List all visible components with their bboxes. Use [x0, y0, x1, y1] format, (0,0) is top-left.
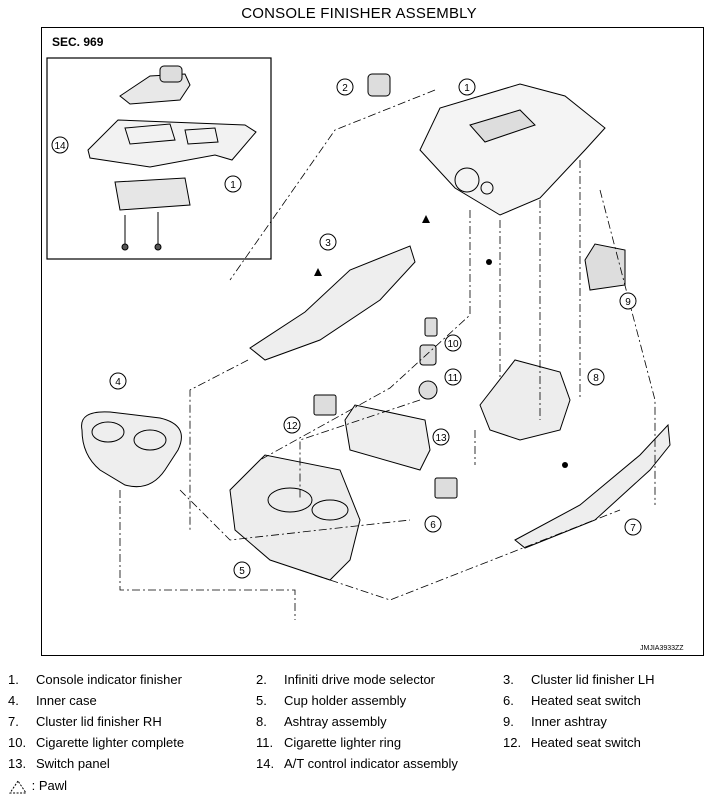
callout-7: 7 — [630, 523, 636, 534]
callout-8: 8 — [593, 373, 599, 384]
callout-10: 10 — [447, 339, 459, 350]
legend-item: 4.Inner case — [8, 693, 97, 708]
legend-item: 6.Heated seat switch — [503, 693, 641, 708]
callout-13: 13 — [435, 433, 447, 444]
callout-4: 4 — [115, 377, 121, 388]
legend-item: 2.Infiniti drive mode selector — [256, 672, 436, 687]
inset-finisher-shape — [87, 65, 257, 251]
legend-item: 13.Switch panel — [8, 756, 110, 771]
callout-14: 14 — [54, 141, 66, 152]
part-cluster-lid-rh — [514, 423, 671, 549]
part-ashtray — [479, 359, 571, 441]
legend-item: 14.A/T control indicator assembly — [256, 756, 458, 771]
callout-1: 1 — [464, 83, 470, 94]
reference-code: JMJIA3933ZZ — [640, 645, 684, 652]
part-lighter — [418, 317, 438, 400]
legend-item: 3.Cluster lid finisher LH — [503, 672, 655, 687]
legend-item: 5.Cup holder assembly — [256, 693, 407, 708]
part-switch-panel — [344, 404, 431, 471]
section-label: SEC. 969 — [52, 35, 104, 49]
legend-item: 11.Cigarette lighter ring — [256, 735, 402, 750]
markers — [314, 215, 568, 468]
callout-1-inset: 1 — [230, 180, 236, 191]
part-console-finisher — [419, 83, 606, 216]
callout-2: 2 — [342, 83, 348, 94]
legend-item: 8.Ashtray assembly — [256, 714, 387, 729]
legend-item: 9.Inner ashtray — [503, 714, 607, 729]
legend-item: 12.Heated seat switch — [503, 735, 641, 750]
pawl-label: : Pawl — [31, 778, 68, 793]
diagram-title: CONSOLE FINISHER ASSEMBLY — [241, 5, 477, 22]
alignment-lines — [119, 89, 656, 620]
callout-bubbles — [51, 78, 642, 579]
part-cluster-lid-lh — [249, 245, 416, 361]
part-inner-case — [81, 411, 182, 488]
diagram-frame — [41, 27, 704, 656]
legend-item: 7.Cluster lid finisher RH — [8, 714, 162, 729]
legend-item: 10.Cigarette lighter complete — [8, 735, 185, 750]
legend-item: 1.Console indicator finisher — [8, 672, 182, 687]
callout-6: 6 — [430, 520, 436, 531]
inset-box — [46, 57, 272, 260]
callout-9: 9 — [625, 297, 631, 308]
pawl-legend: : Pawl — [8, 778, 67, 794]
part-cup-holder — [229, 454, 361, 581]
callout-12: 12 — [286, 421, 298, 432]
part-inner-ashtray — [584, 243, 626, 291]
callout-5: 5 — [239, 566, 245, 577]
part-heated-switch-12 — [313, 394, 337, 416]
part-heated-switch-6 — [434, 477, 458, 499]
part-drive-mode-selector — [367, 73, 391, 97]
callout-11: 11 — [448, 373, 459, 384]
callout-3: 3 — [325, 238, 331, 249]
pawl-triangle-icon — [9, 779, 27, 794]
